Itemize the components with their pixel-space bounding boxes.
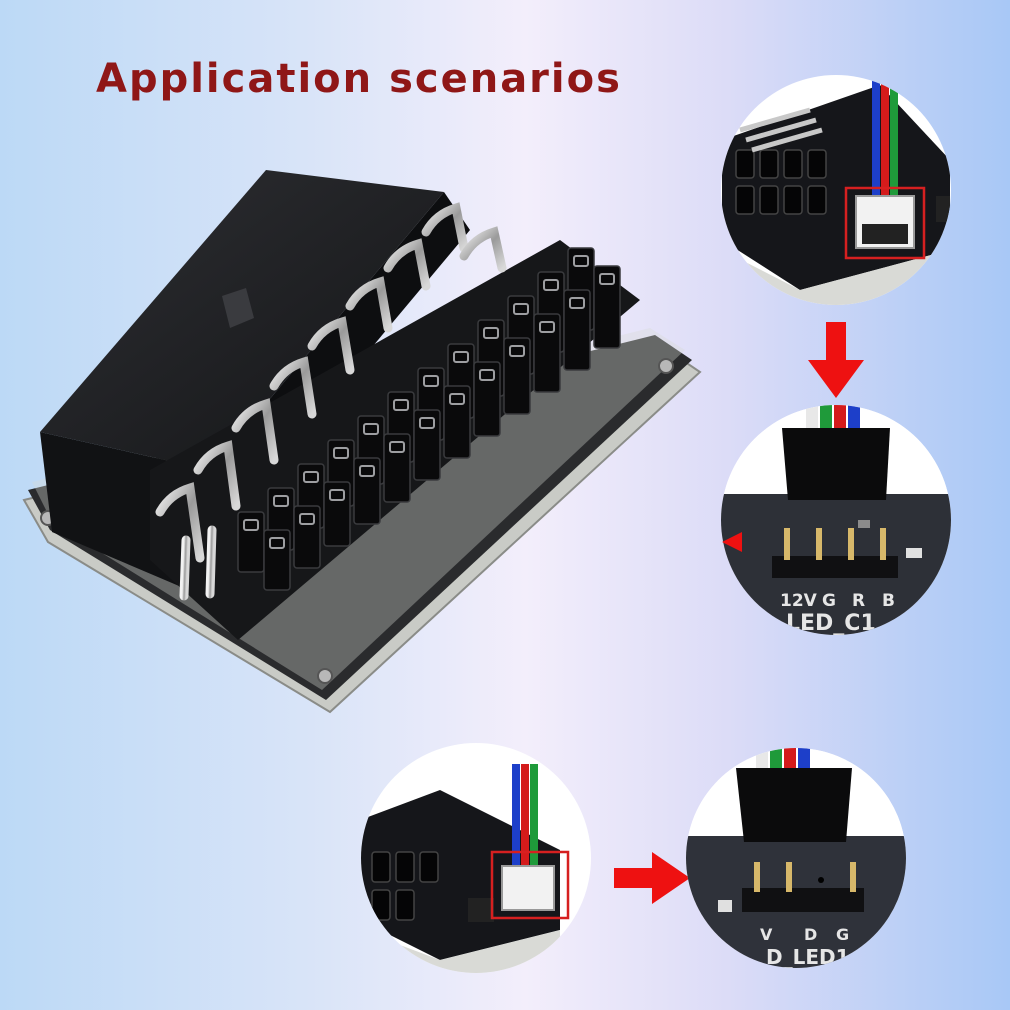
socket-hole [509,345,525,357]
pin-label: R [852,591,865,611]
socket-hole [273,495,289,507]
socket [413,409,441,481]
socket [323,481,351,547]
socket-hole [539,321,555,333]
zoom-circle-adapter-top [721,75,951,305]
socket [353,457,381,525]
pin-label: G [822,591,836,611]
socket-hole [573,255,589,267]
socket-hole [363,423,379,435]
pin-label: D [804,925,817,944]
socket-hole [423,375,439,387]
arrow-down [808,322,864,398]
header-name-label: LED_C1 [786,611,876,636]
socket-hole [453,351,469,363]
socket-hole [599,273,615,285]
socket [503,337,531,415]
socket-hole [393,399,409,411]
socket-hole [333,447,349,459]
socket-hole [419,417,435,429]
socket [473,361,501,437]
socket [443,385,471,459]
pin-label: B [882,591,895,611]
arrow-right [614,852,690,904]
socket-hole [483,327,499,339]
pin-label: G [836,925,849,944]
socket-hole [389,441,405,453]
socket-hole [303,471,319,483]
socket-hole [359,465,375,477]
zoom-circle-adapter-bottom [361,743,591,973]
socket-hole [543,279,559,291]
header-name-label-2: D_LED1 [766,945,850,969]
pin-label: V [760,925,773,944]
socket-hole [299,513,315,525]
socket [563,289,591,371]
adapter-pins [155,202,507,601]
socket [383,433,411,503]
socket-hole [569,297,585,309]
page-title: Application scenarios [96,56,622,102]
socket [533,313,561,393]
socket-hole [449,393,465,405]
socket-hole [513,303,529,315]
pin-label: 12V [780,591,818,611]
socket-hole [479,369,495,381]
socket-hole [269,537,285,549]
socket-hole [243,519,259,531]
socket [593,265,621,349]
socket-hole [329,489,345,501]
socket-grid [237,247,621,591]
socket [293,505,321,569]
